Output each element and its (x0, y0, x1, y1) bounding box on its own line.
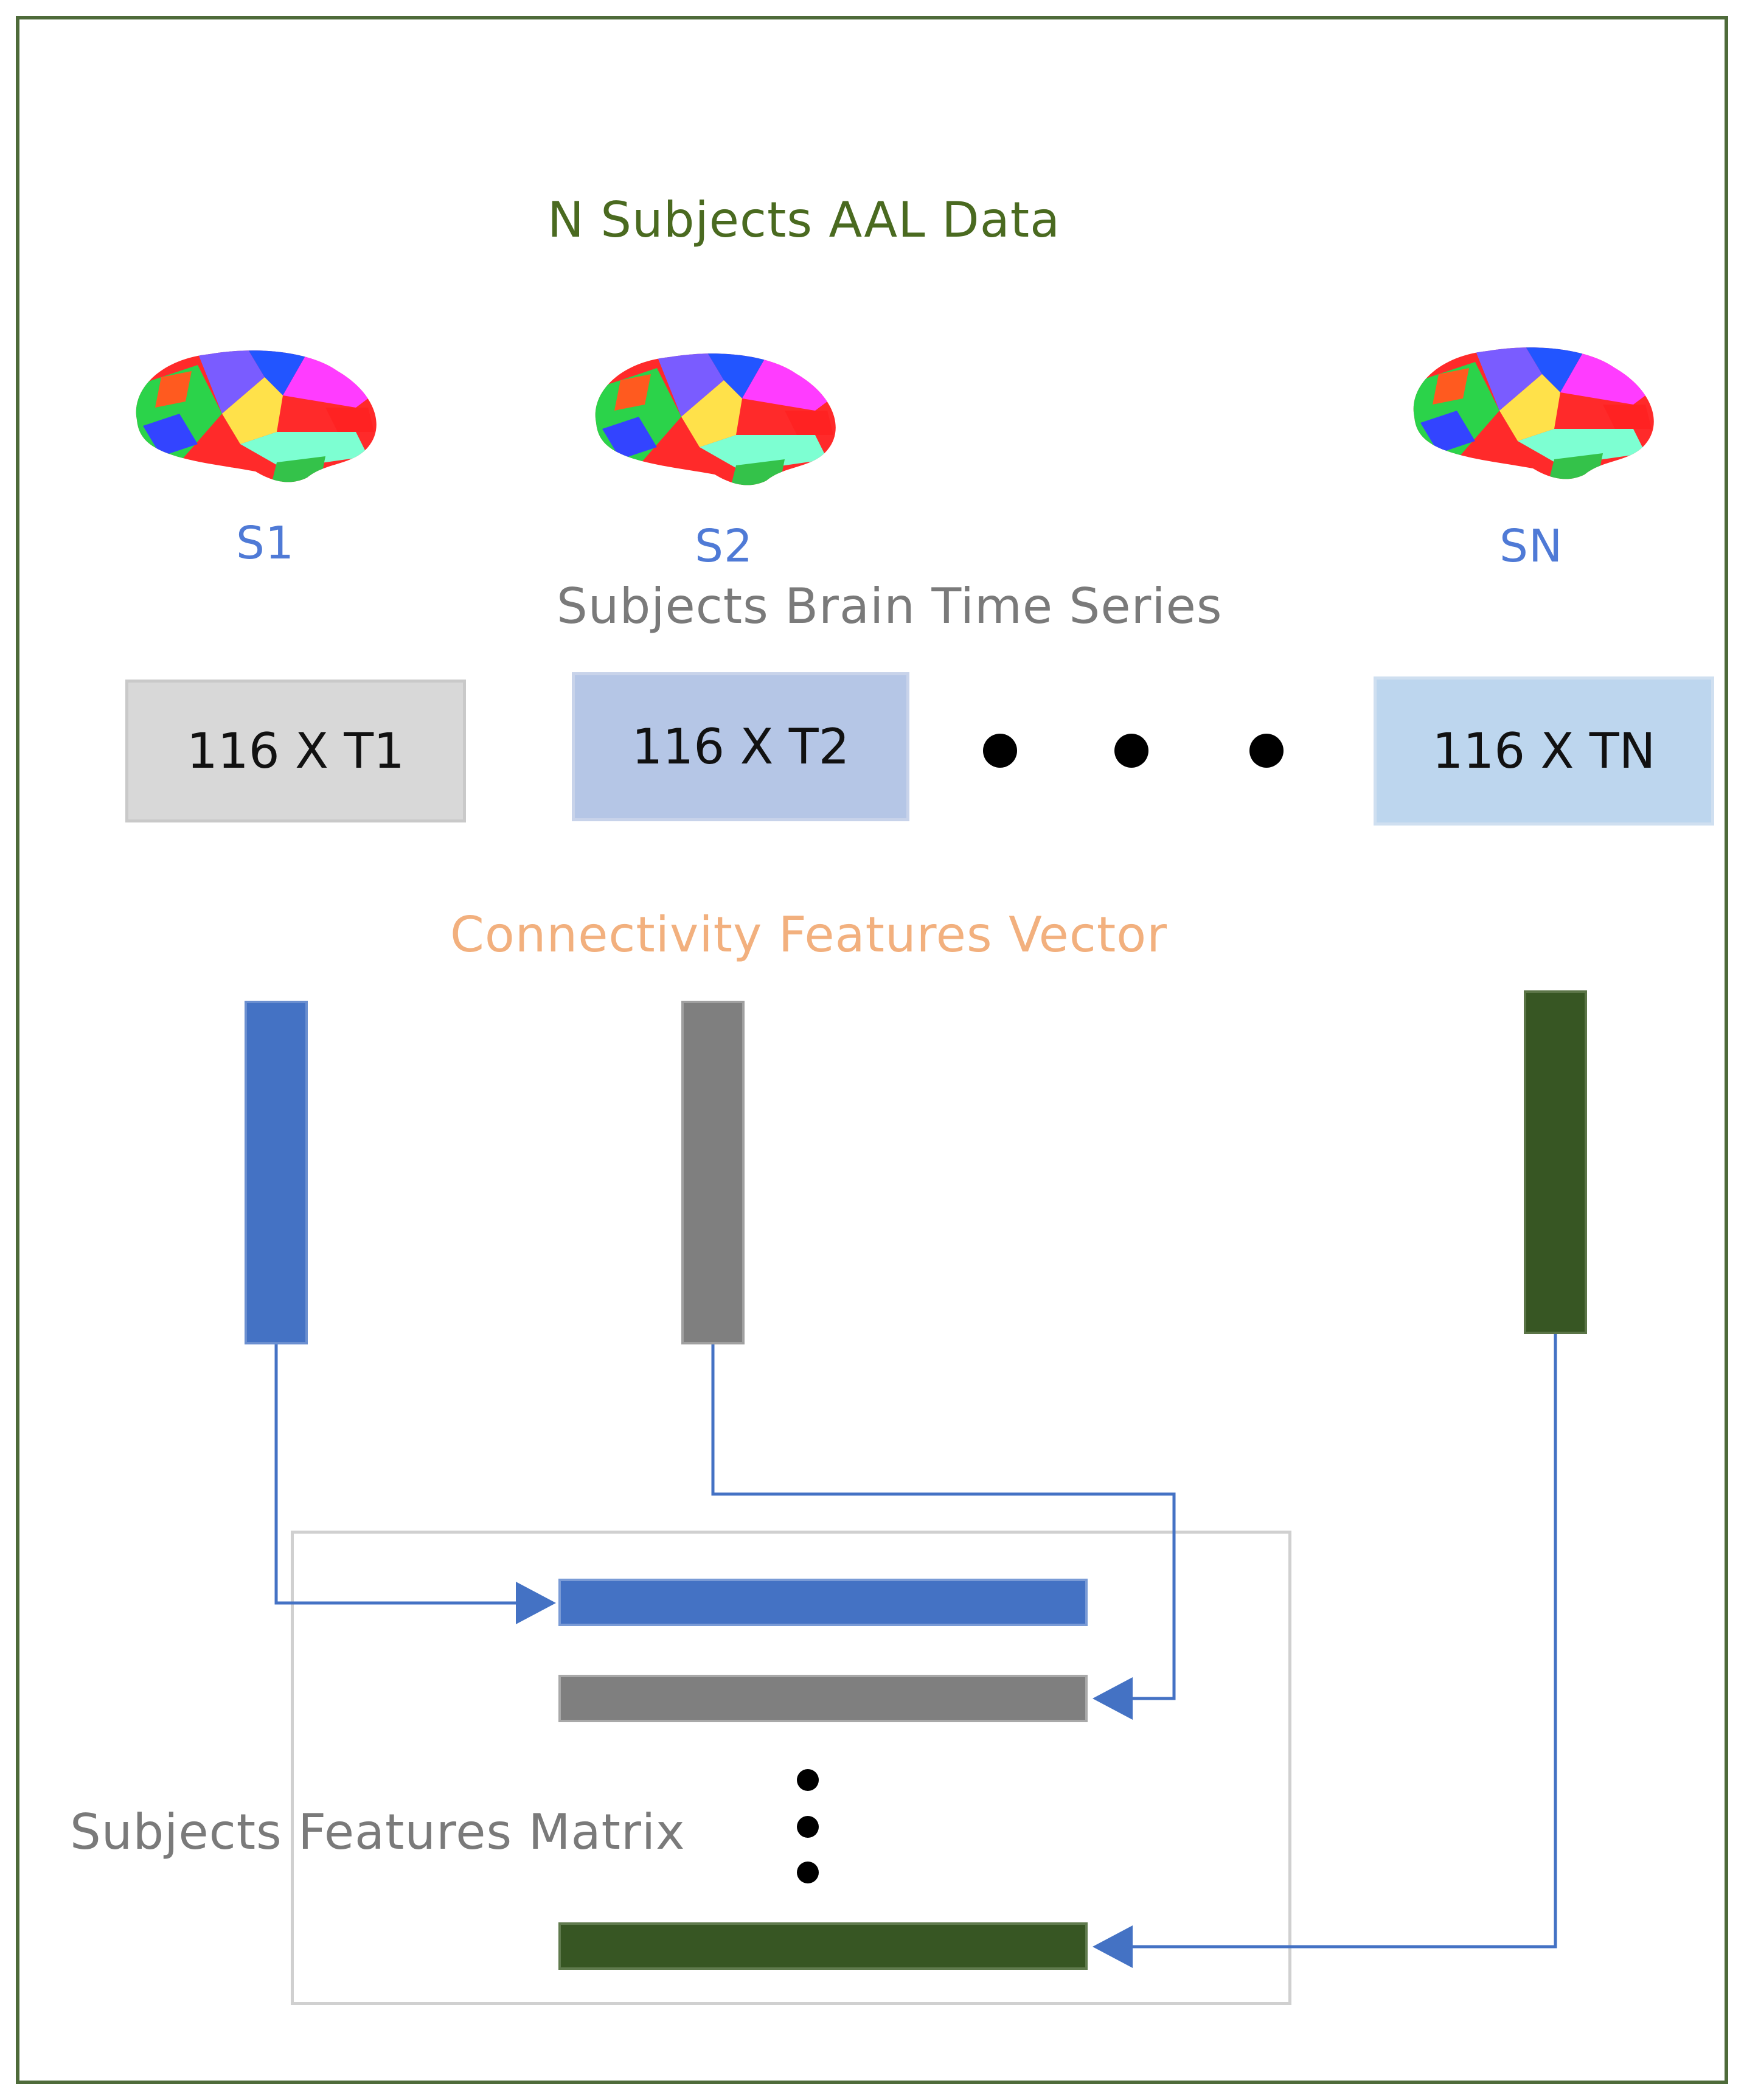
brain-icon (136, 350, 377, 482)
ellipsis-dot (797, 1862, 819, 1883)
ellipsis-dot (1114, 734, 1148, 768)
time-series-box: 116 X T1 (125, 680, 466, 822)
matrix-row (558, 1675, 1088, 1722)
ellipsis-dot (797, 1816, 819, 1838)
arrow-left-icon (1093, 1677, 1133, 1720)
feature-vector (245, 1001, 308, 1344)
matrix-title: Subjects Features Matrix (70, 1804, 686, 1860)
connector-line (274, 1344, 517, 1605)
series-title: Subjects Brain Time Series (557, 578, 1223, 635)
time-series-box: 116 X T2 (572, 672, 909, 821)
feature-vector (681, 1001, 745, 1344)
brain-icon (1413, 347, 1654, 479)
subject-label: S2 (695, 520, 754, 572)
connector-line (711, 1344, 1176, 1700)
brain-icon (595, 353, 836, 485)
subject-label: SN (1499, 520, 1563, 572)
diagram-title: N Subjects AAL Data (547, 192, 1061, 248)
connectivity-title: Connectivity Features Vector (450, 906, 1168, 963)
subject-label: S1 (236, 517, 295, 569)
feature-vector (1524, 990, 1587, 1334)
connector-line (1131, 1334, 1557, 1949)
features-matrix-box (291, 1531, 1291, 2005)
ellipsis-dot (983, 734, 1017, 768)
matrix-row (558, 1922, 1088, 1970)
diagram-frame (16, 16, 1728, 2084)
ellipsis-dot (797, 1769, 819, 1791)
matrix-row (558, 1579, 1088, 1626)
time-series-box: 116 X TN (1374, 676, 1714, 826)
arrow-left-icon (1093, 1925, 1133, 1968)
ellipsis-dot (1249, 734, 1284, 768)
arrow-right-icon (516, 1582, 556, 1624)
